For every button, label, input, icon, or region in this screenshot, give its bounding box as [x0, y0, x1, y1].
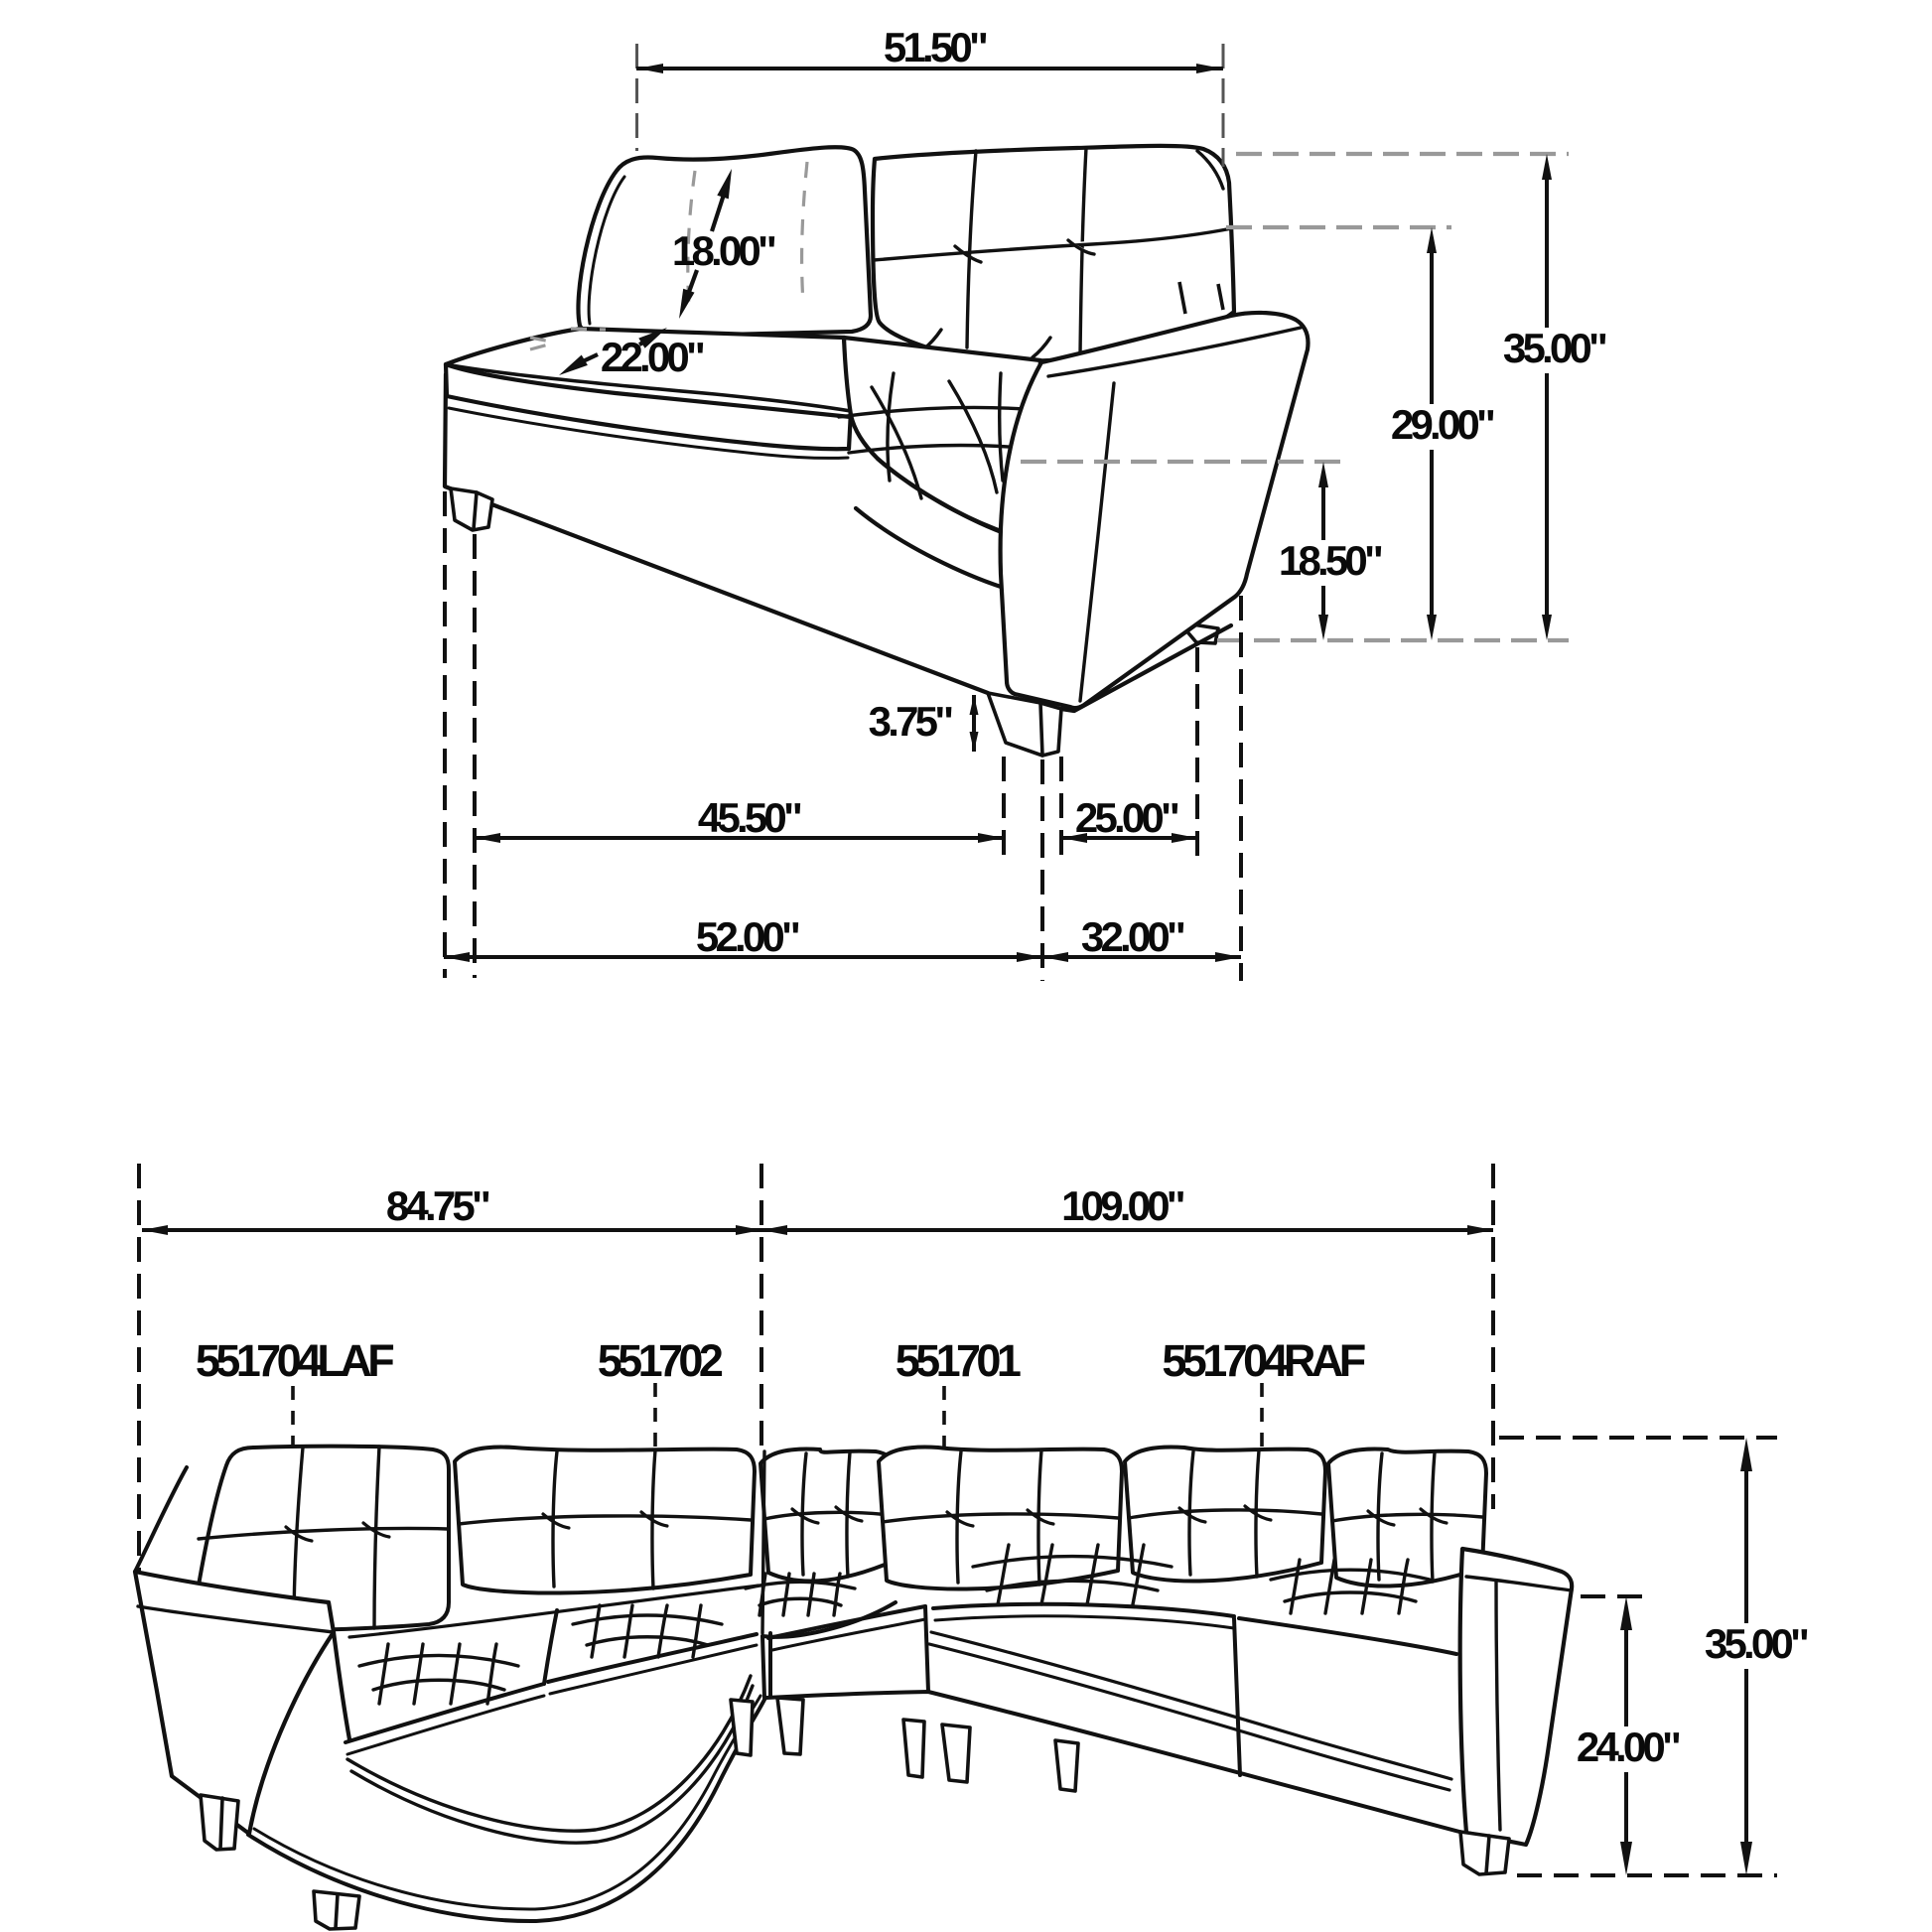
svg-text:18.50": 18.50": [1279, 537, 1382, 584]
svg-text:35.00": 35.00": [1705, 1620, 1808, 1667]
svg-text:551704LAF: 551704LAF: [196, 1335, 393, 1386]
svg-text:18.00": 18.00": [672, 227, 775, 274]
svg-text:51.50": 51.50": [884, 24, 987, 70]
svg-text:32.00": 32.00": [1081, 913, 1184, 960]
svg-text:84.75": 84.75": [386, 1182, 489, 1229]
svg-text:45.50": 45.50": [698, 794, 801, 841]
svg-text:22.00": 22.00": [601, 334, 704, 380]
svg-text:35.00": 35.00": [1503, 325, 1606, 371]
svg-text:551702: 551702: [598, 1335, 723, 1386]
svg-text:3.75": 3.75": [869, 698, 953, 745]
svg-text:52.00": 52.00": [696, 913, 799, 960]
svg-text:24.00": 24.00": [1577, 1724, 1680, 1770]
svg-text:551701: 551701: [896, 1335, 1021, 1386]
svg-text:25.00": 25.00": [1075, 794, 1178, 841]
svg-text:109.00": 109.00": [1061, 1182, 1184, 1229]
svg-text:551704RAF: 551704RAF: [1162, 1335, 1364, 1386]
svg-text:29.00": 29.00": [1391, 401, 1494, 448]
